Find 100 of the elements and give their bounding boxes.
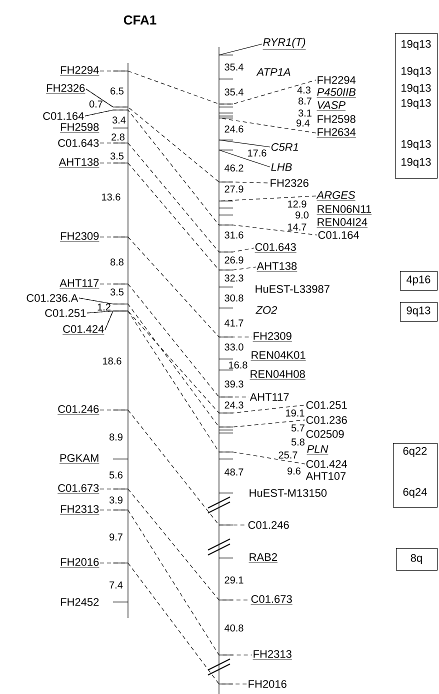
distance-label: 2.8 bbox=[112, 133, 125, 141]
marker-label: FH2309 bbox=[252, 332, 292, 342]
leader-line bbox=[218, 44, 262, 56]
marker-label: C01.643 bbox=[58, 139, 99, 147]
dashed-line bbox=[100, 562, 248, 684]
dashed-line bbox=[100, 410, 248, 526]
distance-label: 46.2 bbox=[224, 164, 244, 172]
marker-label: RYR1(T) bbox=[262, 38, 306, 50]
marker-label: FH2313 bbox=[60, 505, 100, 514]
leader-line bbox=[218, 140, 270, 148]
marker-label: ZO2 bbox=[256, 306, 278, 314]
leader-line bbox=[218, 196, 316, 202]
distance-label: 33.0 bbox=[224, 343, 244, 351]
distance-label: 9.6 bbox=[288, 467, 300, 475]
marker-label: FH2326 bbox=[270, 179, 308, 187]
marker-label: C01.236.A bbox=[26, 294, 78, 302]
marker-label: FH2309 bbox=[60, 232, 100, 242]
marker-label: FH2634 bbox=[316, 128, 356, 138]
marker-label: C01.251 bbox=[45, 309, 86, 317]
distance-label: 13.6 bbox=[102, 193, 120, 201]
distance-label: 8.7 bbox=[298, 97, 312, 105]
distance-label: 3.5 bbox=[110, 288, 124, 296]
marker-label: REN04K01 bbox=[250, 351, 306, 360]
band-box: 4p16 bbox=[400, 271, 438, 291]
marker-label: FH2598 bbox=[318, 115, 356, 123]
marker-label: C01.246 bbox=[248, 521, 289, 529]
marker-label: AHT138 bbox=[256, 262, 298, 272]
dashed-line bbox=[100, 70, 316, 104]
marker-label: FH2452 bbox=[60, 598, 99, 606]
marker-label: C01.236 bbox=[306, 416, 347, 424]
title: CFA1 bbox=[124, 15, 156, 25]
leader-line bbox=[218, 118, 316, 134]
band-box: 8q bbox=[396, 548, 438, 571]
marker-label: C01.164 bbox=[43, 112, 84, 120]
marker-label: VASP bbox=[316, 101, 346, 110]
distance-label: 4.3 bbox=[297, 86, 310, 94]
marker-label: FH2294 bbox=[318, 76, 356, 84]
distance-label: 3.4 bbox=[112, 116, 126, 124]
marker-label: HuEST-L33987 bbox=[256, 285, 330, 293]
distance-label: 24.3 bbox=[224, 401, 244, 409]
marker-label: C02509 bbox=[306, 430, 344, 438]
distance-label: 25.7 bbox=[278, 451, 298, 459]
distance-label: 16.8 bbox=[229, 361, 248, 369]
dashed-line bbox=[104, 310, 306, 464]
marker-label: FH2294 bbox=[60, 66, 100, 76]
marker-label: LHB bbox=[271, 163, 292, 171]
band-box: 19q13 19q13 19q13 19q13 19q13 19q13 bbox=[395, 33, 438, 179]
distance-label: 29.1 bbox=[224, 576, 244, 584]
marker-label: C01.251 bbox=[306, 401, 347, 409]
marker-label: FH2016 bbox=[60, 558, 100, 568]
marker-label: C01.673 bbox=[57, 484, 100, 494]
distance-label: 26.9 bbox=[224, 256, 244, 264]
dashed-line bbox=[100, 162, 256, 270]
distance-label: 35.4 bbox=[224, 88, 244, 96]
distance-label: 32.3 bbox=[224, 274, 244, 282]
distance-label: 3.1 bbox=[298, 109, 312, 117]
distance-label: 41.7 bbox=[224, 320, 244, 326]
marker-label: C01.164 bbox=[318, 231, 360, 239]
distance-label: 27.9 bbox=[224, 185, 244, 193]
distance-label: 5.7 bbox=[291, 424, 304, 432]
distance-label: 17.6 bbox=[248, 149, 266, 157]
marker-label: C5R1 bbox=[271, 143, 298, 151]
dashed-line bbox=[84, 110, 318, 236]
dashed-line bbox=[100, 236, 252, 338]
marker-label: FH2313 bbox=[252, 650, 292, 660]
distance-label: 9.7 bbox=[110, 533, 122, 541]
marker-label: REN04H08 bbox=[250, 370, 306, 380]
dashed-line bbox=[86, 310, 306, 414]
marker-label: P450IIB bbox=[316, 88, 356, 98]
marker-label: AHT138 bbox=[58, 158, 100, 168]
marker-label: REN06N11 bbox=[316, 205, 372, 214]
distance-label: 9.0 bbox=[296, 211, 309, 219]
distance-label: 39.3 bbox=[224, 380, 244, 388]
marker-label: C01.643 bbox=[254, 243, 297, 252]
dashed-line bbox=[100, 142, 254, 252]
distance-label: 7.4 bbox=[110, 582, 123, 588]
marker-label: ATP1A bbox=[256, 68, 290, 76]
dashed-line bbox=[100, 488, 250, 600]
marker-label: C01.424 bbox=[306, 460, 348, 468]
marker-label: C01.424 bbox=[62, 325, 104, 334]
marker-label: ARGES bbox=[316, 191, 356, 200]
marker-label: FH2326 bbox=[46, 84, 86, 94]
distance-label: 5.6 bbox=[109, 471, 123, 479]
marker-label: FH2598 bbox=[60, 123, 100, 132]
distance-label: 14.7 bbox=[288, 224, 306, 230]
distance-label: 30.8 bbox=[224, 294, 244, 302]
distance-label: 3.5 bbox=[110, 152, 124, 160]
distance-label: 35.4 bbox=[224, 63, 244, 71]
distance-label: 8.8 bbox=[110, 258, 124, 266]
marker-label: AHT107 bbox=[306, 472, 346, 480]
distance-label: 9.4 bbox=[296, 119, 310, 127]
distance-label: 3.9 bbox=[109, 496, 122, 504]
distance-label: 19.1 bbox=[286, 409, 304, 417]
distance-label: 31.6 bbox=[224, 231, 244, 239]
distance-label: 12.9 bbox=[288, 200, 306, 208]
marker-label: C01.673 bbox=[250, 595, 293, 604]
band-box: 9q13 bbox=[400, 302, 438, 322]
marker-label: AHT117 bbox=[59, 279, 100, 288]
distance-label: 5.8 bbox=[291, 438, 304, 446]
distance-label: 6.5 bbox=[110, 87, 124, 95]
